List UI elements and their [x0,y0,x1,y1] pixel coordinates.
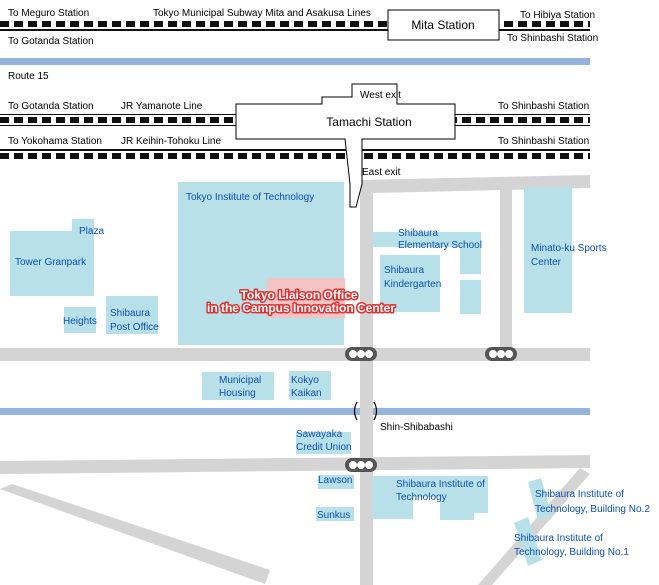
traffic-light-3-icon [345,458,377,472]
label-kokyo-1: Kokyo [291,375,319,386]
label-post-office-2: Post Office [110,322,159,333]
label-shin-shibabashi: Shin-Shibabashi [380,422,453,433]
label-sit-1: Shibaura Institute of [396,479,485,490]
kokyo-kaikan-block [289,371,331,400]
lawson-block [318,475,354,489]
label-route-15: Route 15 [8,71,49,82]
label-to-meguro: To Meguro Station [8,8,89,19]
label-sports-1: Minato-ku Sports [531,243,607,254]
shin-shibabashi-canal [0,408,590,415]
label-to-gotanda-top: To Gotanda Station [8,36,94,47]
campus-innovation-center-highlight[interactable] [267,278,345,318]
label-tamachi-station: Tamachi Station [326,115,411,129]
label-to-yokohama: To Yokohama Station [8,136,102,147]
plaza-block [72,219,94,231]
elementary-side-block [460,247,481,274]
label-tit: Tokyo Institute of Technology [186,192,314,203]
roads [0,175,590,585]
road-right-vertical [500,183,512,353]
kindergarten-block [380,255,440,312]
label-heights: Heights [63,316,97,327]
road-vertical-main [360,180,373,585]
tower-granpark-block [10,231,94,296]
label-east-exit: East exit [362,167,401,178]
label-liaison-office-1[interactable]: Tokyo Liaison Office [239,287,359,304]
label-to-hibiya: To Hibiya Station [520,10,595,21]
label-sit-2: Technology [396,492,447,503]
label-to-shinbashi-1: To Shinbashi Station [498,101,589,112]
label-municipal-2: Housing [219,388,256,399]
label-to-shinbashi-top: To Shinbashi Station [507,33,598,44]
label-jr-yamanote: JR Yamanote Line [121,101,203,112]
top-canal [0,58,590,65]
buildings [10,182,572,566]
label-sit2-2: Technology, Building No.2 [535,504,650,515]
label-municipal-1: Municipal [219,375,261,386]
tamachi-station-building[interactable] [235,83,456,208]
post-office-block [106,296,158,334]
label-liaison-office-2[interactable]: in the Campus Innovation Center [205,300,396,317]
shibaura-it-block [372,476,488,520]
label-sit1-1: Shibaura Institute of [514,533,603,544]
tokyo-institute-of-technology-block [178,182,344,345]
label-lawson: Lawson [318,475,352,486]
credit-union-block [296,432,351,454]
municipal-housing-block [202,372,274,400]
traffic-light-1-icon [345,347,377,361]
label-subway-line: Tokyo Municipal Subway Mita and Asakusa … [153,8,371,19]
label-kindergarten-2: Kindergarten [384,279,441,290]
heights-block [64,307,96,333]
label-credit-1: Sawayaka [296,429,343,440]
label-kokyo-2: Kaikan [291,388,322,399]
label-sunkus: Sunkus [317,510,350,521]
road-diagonal-right [478,468,590,585]
sunkus-block [316,507,354,521]
jr-track-keihin [0,148,590,160]
label-sports-2: Center [531,257,562,268]
road-diagonal-left [0,484,270,584]
label-kindergarten-1: Shibaura [384,265,424,276]
sports-center-block [524,187,572,313]
road-lower-horizontal [0,455,590,474]
road-horizontal-main [0,348,590,361]
label-west-exit: West exit [360,90,401,101]
label-elementary-2: Elementary School [398,240,482,251]
label-credit-2: Credit Union [296,442,352,453]
label-to-shinbashi-2: To Shinbashi Station [498,136,589,147]
label-sit1-2: Technology, Building No.1 [514,547,629,558]
label-post-office-1: Shibaura [110,308,150,319]
sit-building2-block [528,478,552,520]
label-jr-keihin: JR Keihin-Tohoku Line [121,136,221,147]
label-plaza: Plaza [79,226,104,237]
traffic-light-2-icon [485,347,517,361]
bridge-icon [353,401,378,421]
label-mita-station: Mita Station [411,18,474,32]
label-to-gotanda: To Gotanda Station [8,101,94,112]
label-tower-granpark: Tower Granpark [15,257,87,268]
mita-station-box[interactable] [387,9,500,41]
kindergarten-side-block [460,280,481,314]
elementary-block [373,232,481,247]
label-elementary-1: Shibaura [398,228,438,239]
subway-track-top [0,21,590,33]
label-sit2-1: Shibaura Institute of [535,489,624,500]
sit-building1-block [514,517,542,566]
